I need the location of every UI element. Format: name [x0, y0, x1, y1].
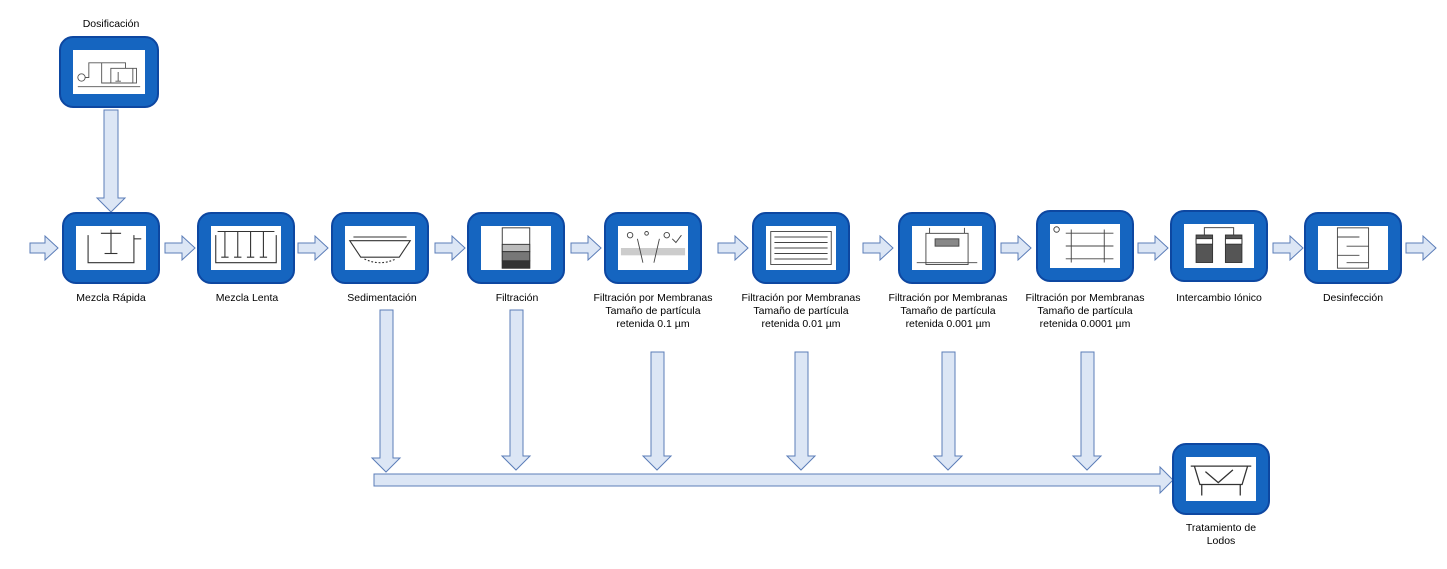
ultrafiltration-module-icon — [766, 226, 836, 270]
sludge-treatment-icon — [1186, 457, 1256, 501]
sludge-box — [1172, 443, 1270, 515]
stage-box-sedimentation — [331, 212, 429, 284]
stage-box-slow-mix — [197, 212, 295, 284]
stage-label-rapid-mix: Mezcla Rápida — [76, 292, 146, 304]
membrane-filter-icon — [618, 226, 688, 270]
dosing-pump-icon — [73, 50, 145, 94]
reverse-osmosis-icon — [1050, 224, 1120, 268]
stage-box-membrane-1 — [604, 212, 702, 284]
arrow-sludge-membrane-3 — [932, 351, 964, 471]
ion-exchange-columns-icon — [1184, 224, 1254, 268]
stage-label-ion-exchange: Intercambio Iónico — [1176, 292, 1262, 304]
dosing-label: Dosificación — [82, 18, 140, 30]
arrow-1-2 — [164, 234, 196, 262]
sand-filter-icon — [481, 226, 551, 270]
arrow-sludge-sedimentation — [370, 309, 402, 473]
stage-label-disinfection: Desinfección — [1322, 292, 1384, 304]
arrow-dosing-down — [95, 109, 127, 213]
stage-box-ion-exchange — [1170, 210, 1268, 282]
dosing-box — [59, 36, 159, 108]
arrow-sludge-filtration — [500, 309, 532, 471]
stage-box-filtration — [467, 212, 565, 284]
stage-label-filtration: Filtración — [495, 292, 539, 304]
stage-box-membrane-4 — [1036, 210, 1134, 282]
arrow-7-8 — [1000, 234, 1032, 262]
stage-box-membrane-2 — [752, 212, 850, 284]
stage-box-rapid-mix — [62, 212, 160, 284]
stage-label-sedimentation: Sedimentación — [347, 292, 417, 304]
nanofiltration-cell-icon — [912, 226, 982, 270]
arrow-8-9 — [1137, 234, 1169, 262]
arrow-sludge-membrane-4 — [1071, 351, 1103, 471]
disinfection-contact-tank-icon — [1318, 226, 1388, 270]
arrow-2-3 — [297, 234, 329, 262]
arrow-4-5 — [570, 234, 602, 262]
arrow-outlet — [1405, 234, 1437, 262]
rapid-mix-tank-icon — [76, 226, 146, 270]
arrow-sludge-membrane-2 — [785, 351, 817, 471]
sedimentation-tank-icon — [345, 226, 415, 270]
arrow-sludge-collector — [373, 465, 1174, 495]
slow-mix-tank-icon — [211, 226, 281, 270]
stage-label-slow-mix: Mezcla Lenta — [215, 292, 279, 304]
arrow-5-6 — [717, 234, 749, 262]
stage-box-membrane-3 — [898, 212, 996, 284]
arrow-9-10 — [1272, 234, 1304, 262]
arrow-sludge-membrane-1 — [641, 351, 673, 471]
arrow-inlet — [29, 234, 59, 262]
arrow-3-4 — [434, 234, 466, 262]
arrow-6-7 — [862, 234, 894, 262]
stage-box-disinfection — [1304, 212, 1402, 284]
